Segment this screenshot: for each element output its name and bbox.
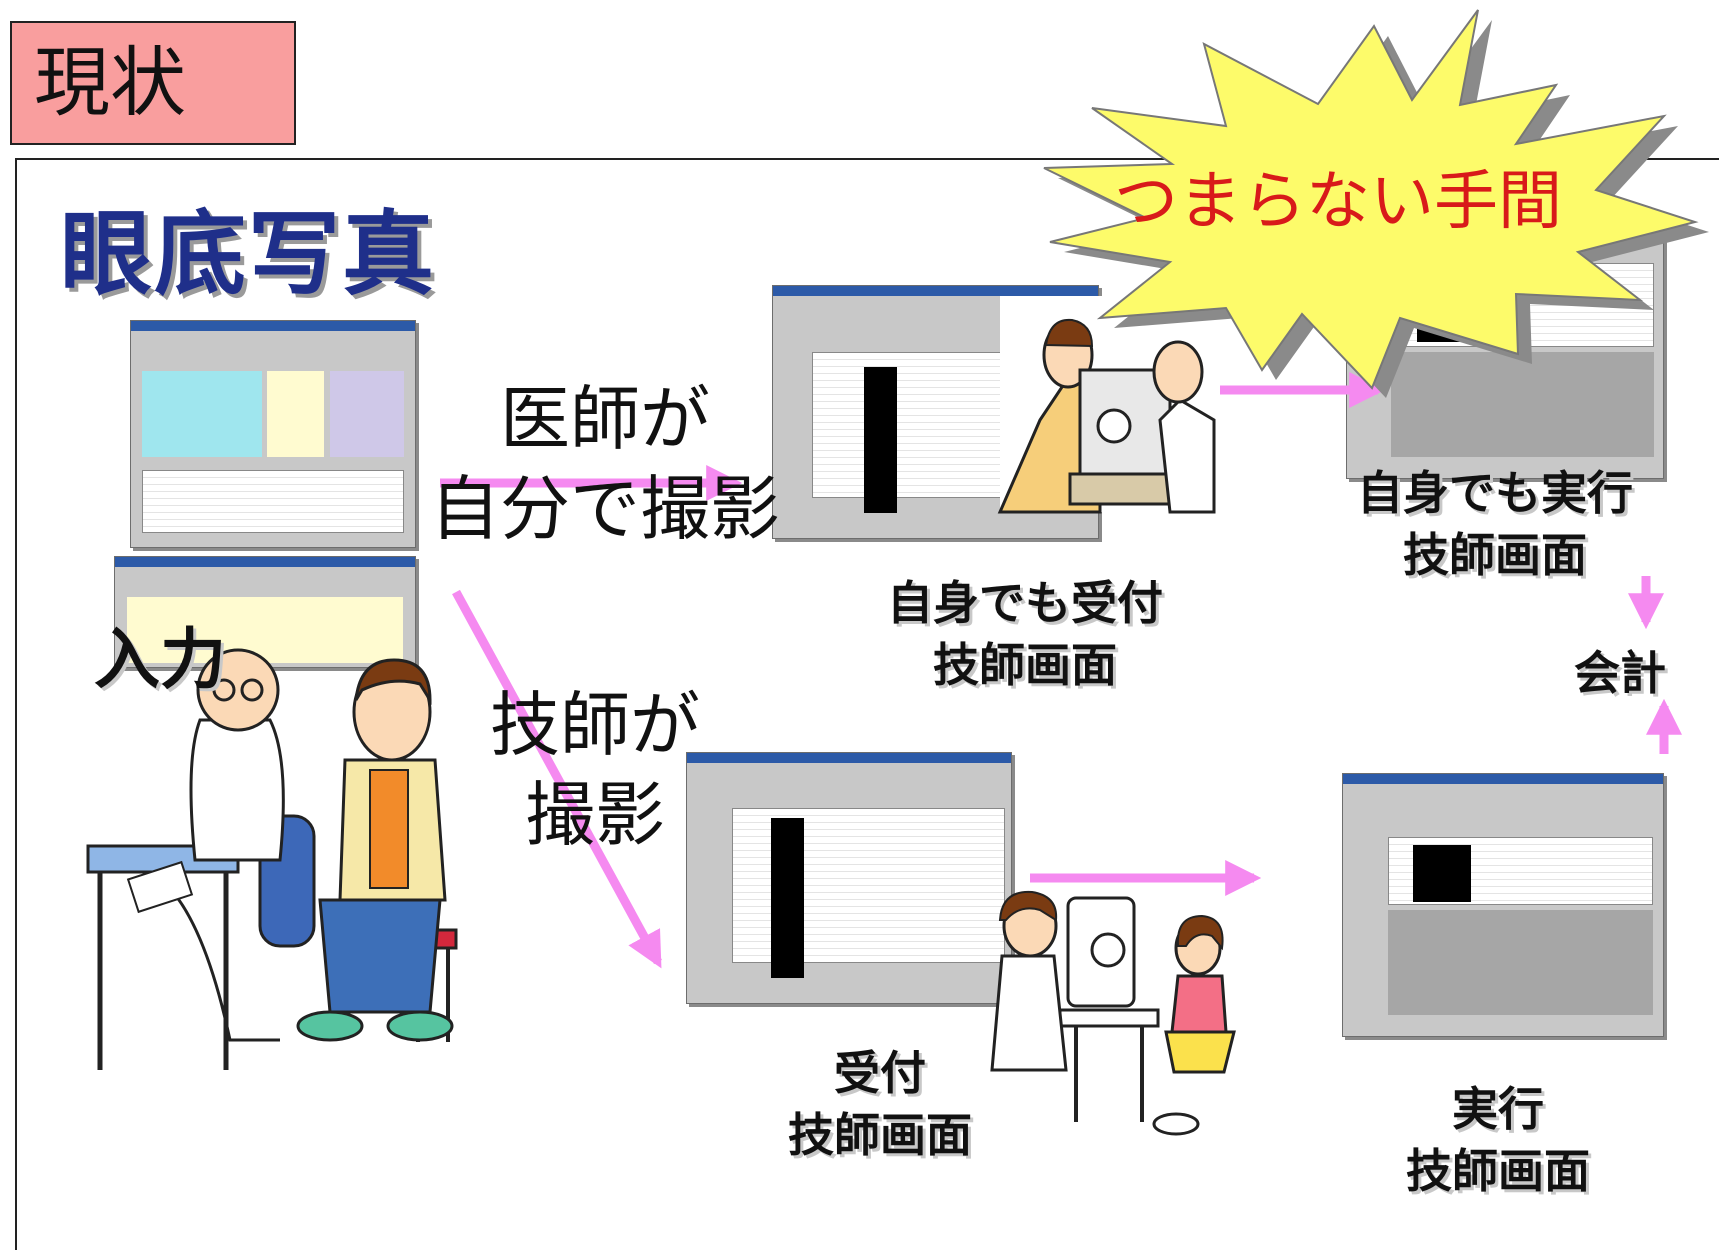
doctor-fundus-camera-illustration	[997, 296, 1216, 514]
doctor-flow-line2: 自分で撮影	[430, 468, 780, 550]
order-list-screenshot	[114, 556, 416, 668]
input-label: 入力	[94, 621, 226, 698]
content-frame	[15, 158, 1719, 1250]
nurse-child-fundus-illustration	[990, 890, 1236, 1136]
tech-execute-screenshot	[1342, 773, 1664, 1037]
status-tag-label: 現状	[34, 38, 186, 127]
doctor-flow-label: 医師が 自分で撮影	[420, 374, 790, 554]
tech-flow-line1: 技師が	[490, 684, 700, 766]
order-entry-screenshot	[130, 320, 416, 548]
tech-flow-line2: 撮影	[525, 774, 665, 856]
tech-execute-label: 実行 技師画面	[1378, 1078, 1618, 1202]
tech-reception-line2: 技師画面	[788, 1108, 972, 1162]
tech-execute-line2: 技師画面	[1406, 1144, 1590, 1198]
doctor-reception-line2: 技師画面	[933, 638, 1117, 692]
doctor-execute-line1: 自身でも実行	[1357, 466, 1633, 520]
tech-reception-label: 受付 技師画面	[760, 1042, 1000, 1166]
page-title: 眼底写真	[60, 201, 437, 308]
tech-reception-line1: 受付	[834, 1046, 926, 1100]
doctor-execute-line2: 技師画面	[1403, 528, 1587, 582]
accounting-label: 会計	[1574, 646, 1666, 700]
tech-execute-line1: 実行	[1452, 1082, 1544, 1136]
consultation-illustration	[86, 648, 458, 1070]
status-tag: 現状	[10, 21, 296, 145]
doctor-reception-line1: 自身でも受付	[887, 576, 1163, 630]
burst-callout	[1043, 9, 1709, 398]
tech-flow-label: 技師が 撮影	[470, 680, 720, 860]
doctor-flow-line1: 医師が	[500, 378, 710, 460]
burst-text: つまらない手間	[1114, 165, 1562, 239]
doctor-reception-label: 自身でも受付 技師画面	[860, 572, 1190, 696]
doctor-execute-label: 自身でも実行 技師画面	[1330, 462, 1660, 586]
tech-reception-screenshot	[686, 752, 1012, 1004]
arrow-tech-diagonal	[452, 589, 662, 969]
